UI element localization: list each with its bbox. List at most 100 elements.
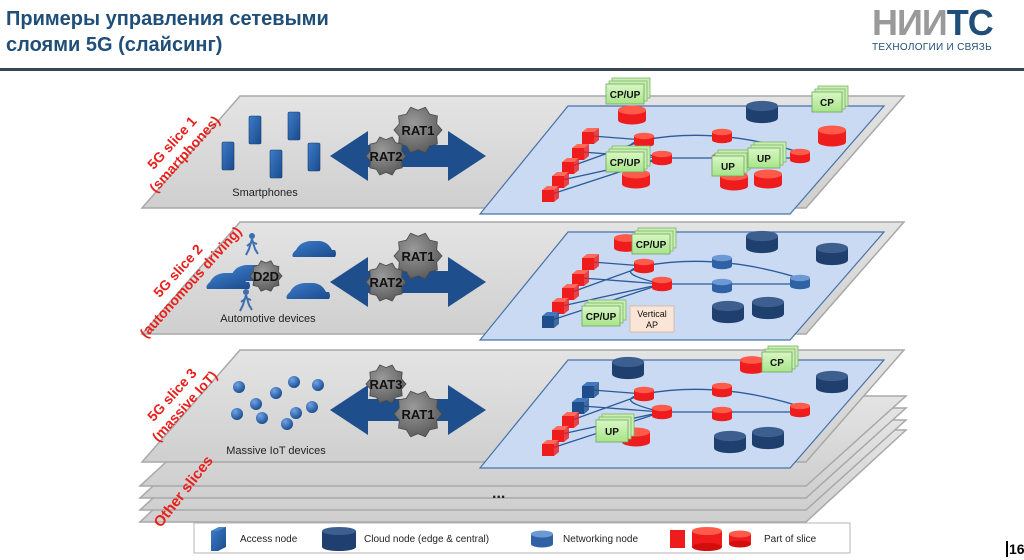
slice-networking-node [652, 404, 672, 420]
network-function-box: CP [811, 85, 849, 113]
network-function-box-text: UP [721, 162, 735, 173]
phone-icon [248, 115, 262, 145]
access-node [542, 312, 559, 328]
iot-sensor-icon [306, 401, 318, 413]
slice-access-node [552, 298, 569, 314]
cloud-node [746, 100, 778, 124]
rat-gear-1: RAT1 [393, 390, 443, 438]
iot-sensor-icon [250, 398, 262, 410]
devices-label: Smartphones [232, 187, 298, 199]
slice-access-node [572, 144, 589, 160]
cloud-node [612, 356, 644, 380]
rat-gear-2: RAT2 [365, 136, 407, 176]
network-graph: UP CP [542, 345, 848, 456]
phone-icon [307, 142, 321, 172]
rat-gear-3-label: RAT3 [370, 377, 403, 392]
iot-sensor-icon [270, 387, 282, 399]
slice-cloud-node [754, 169, 782, 189]
page-title: Примеры управления сетевыми слоями 5G (с… [6, 6, 329, 58]
iot-sensor-icon [256, 412, 268, 424]
core-network-plate [478, 105, 886, 215]
slice-access-node [562, 284, 579, 300]
vertical-ap-line-2: AP [646, 320, 658, 330]
page-title-line-1: Примеры управления сетевыми [6, 8, 329, 30]
cloud-node [752, 426, 784, 450]
slice-networking-node [712, 382, 732, 398]
slice-access-node [582, 128, 599, 144]
car-icon [206, 273, 250, 289]
phone-icon [269, 149, 283, 179]
network-link [581, 277, 663, 285]
network-function-box: UP [595, 413, 635, 443]
slice-access-node [562, 412, 579, 428]
legend-label-access-node: Access node [240, 534, 298, 545]
slice-access-node [562, 158, 579, 174]
slice-networking-node [652, 276, 672, 292]
devices-label: Automotive devices [220, 313, 316, 325]
iot-sensor-icon [231, 408, 243, 420]
network-function-box-text: CP [770, 358, 784, 369]
d2d-gear: D2D [249, 260, 283, 292]
cloud-node [712, 300, 744, 324]
car-icon [286, 283, 330, 299]
network-function-box: UP [747, 141, 787, 169]
slice-networking-node [790, 402, 810, 418]
networking-node [712, 278, 732, 294]
slice-networking-node [712, 128, 732, 144]
rat-gear-2-label: RAT2 [370, 149, 403, 164]
iot-sensor-icon [288, 376, 300, 388]
rat-gear-3-shape [365, 364, 407, 404]
network-function-box-text: CP/UP [610, 158, 641, 169]
rat-gear-1-label: RAT1 [402, 407, 435, 422]
slice-access-node [552, 172, 569, 188]
slice-access-node [582, 254, 599, 270]
network-function-box-text: UP [757, 154, 771, 165]
cloud-node-icon [322, 527, 356, 551]
rat-gear-2-shape [365, 262, 407, 302]
slice-access-node [542, 186, 559, 202]
legend-label-part-of-slice: Part of slice [764, 534, 817, 545]
d2d-gear-shape [249, 260, 283, 292]
slice-networking-node [634, 386, 654, 402]
phone-icon [221, 141, 235, 171]
cloud-node [746, 230, 778, 254]
pedestrian-icon [245, 238, 259, 256]
network-function-box-text: CP [820, 98, 834, 109]
cloud-node [714, 430, 746, 454]
header-divider [0, 68, 1024, 71]
slice-access-node [552, 426, 569, 442]
rat-gear-3: RAT3 [365, 364, 407, 404]
network-function-box: CP/UP [605, 77, 651, 105]
rat-gear-1-shape [393, 106, 443, 154]
device-group [231, 376, 324, 430]
rat-gear-1: RAT1 [393, 232, 443, 280]
bidirectional-arrow [330, 257, 486, 307]
logo-blue-part: ТС [946, 2, 994, 43]
cloud-node [816, 242, 848, 266]
rat-gear-1-shape [393, 232, 443, 280]
slice-cloud-node [818, 125, 846, 147]
bidirectional-arrow [330, 131, 486, 181]
d2d-gear-label: D2D [253, 269, 279, 284]
car-icon [292, 241, 336, 257]
rat-gear-2-shape [365, 136, 407, 176]
network-function-box: CP/UP [631, 227, 677, 255]
network-function-box-text: CP/UP [586, 312, 617, 323]
slice-access-node [542, 440, 559, 456]
legend-label-cloud-node: Cloud node (edge & central) [364, 534, 489, 545]
slice-access-node [572, 270, 589, 286]
device-group: D2D [206, 233, 336, 312]
logo-gray-part: НИИ [872, 2, 948, 43]
company-logo: НИИТС ТЕХНОЛОГИИ И СВЯЗЬ [868, 4, 1018, 56]
rat-gear-2: RAT2 [365, 262, 407, 302]
network-graph: CP/UP CP/UP UP UP CP [542, 77, 849, 202]
iot-sensor-icon [281, 418, 293, 430]
network-function-box: CP/UP [605, 145, 651, 173]
devices-label: Massive IoT devices [226, 445, 326, 457]
access-node [572, 398, 589, 414]
